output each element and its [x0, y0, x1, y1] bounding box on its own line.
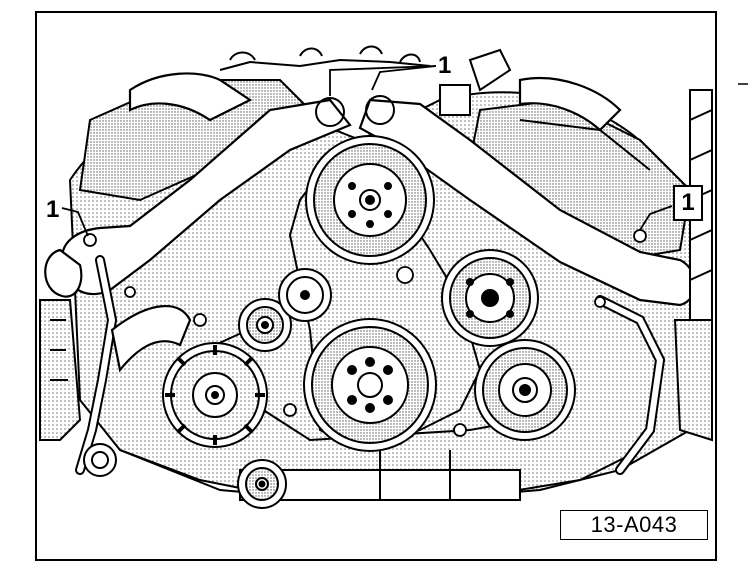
left-side-components	[39, 299, 117, 477]
callout-leaders	[61, 65, 673, 237]
upper-pulley	[305, 135, 435, 265]
alternator	[162, 342, 268, 448]
callout-label-right-boxed: 1	[673, 185, 703, 221]
callout-label-right: 1	[681, 189, 695, 216]
pipe-clamps-top	[219, 45, 431, 127]
idler-pulley-upper	[278, 268, 332, 322]
power-steering-pulley	[474, 339, 576, 441]
mounting-bolts	[83, 229, 647, 437]
figure-code-box: 13-A043	[560, 510, 708, 540]
crankshaft-pulley	[303, 318, 437, 452]
callout-label-top: 1	[438, 52, 452, 79]
idler-pulley-lower	[237, 459, 287, 509]
figure-code: 13-A043	[590, 512, 678, 537]
callout-label-left: 1	[46, 196, 60, 223]
ac-compressor-pulley	[441, 249, 539, 347]
tensioner-pulley	[238, 298, 292, 352]
